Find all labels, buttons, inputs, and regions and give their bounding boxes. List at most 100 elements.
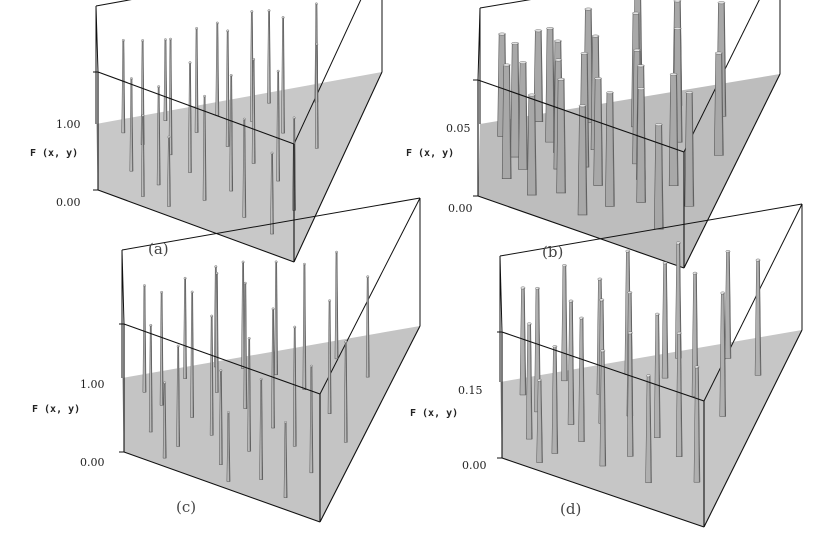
peak-shade: [523, 287, 526, 395]
peak-shade: [675, 74, 678, 186]
peak-shade: [248, 338, 251, 452]
peak-cap: [673, 0, 682, 3]
peak-shade: [345, 341, 348, 443]
peak-shade: [189, 62, 192, 173]
peak-shade: [582, 318, 585, 442]
peak-shade: [293, 117, 296, 211]
peak-shade: [600, 78, 603, 186]
box-edge-top-left: [121, 249, 125, 325]
peak-cap: [580, 52, 589, 55]
peak-shade: [220, 370, 223, 465]
peak-shade: [161, 292, 164, 406]
peak-shade: [665, 262, 668, 379]
peak-shade: [211, 316, 214, 436]
peak-shade: [245, 283, 247, 409]
z-axis-label: F (x, y): [30, 148, 79, 159]
peak-shade: [142, 115, 145, 197]
peak-cap: [715, 51, 723, 55]
peak-cap: [633, 48, 641, 52]
peak-cap: [632, 11, 640, 15]
peak-shade: [277, 71, 280, 182]
peak-shade: [563, 79, 566, 193]
box-edge-top-right: [293, 0, 362, 145]
box-edge-bottom-front: [123, 451, 321, 523]
box-edge-top-back: [121, 197, 421, 251]
peak-shade: [367, 276, 370, 378]
z-tick-label-min: 0.00: [80, 456, 105, 469]
peak-shade: [216, 273, 219, 393]
peak-shade: [282, 17, 285, 134]
peak-cap: [717, 1, 726, 5]
box-edge-top-left: [477, 7, 481, 81]
peak-shade: [679, 28, 682, 143]
z-tick-label-max: 0.15: [458, 384, 483, 397]
peak-shade: [260, 379, 263, 480]
box-edge-top-right: [683, 0, 760, 153]
panel-caption: (c): [176, 498, 197, 516]
peak-shade: [285, 422, 287, 498]
box-edge-top-back: [499, 203, 803, 257]
peak-cap: [557, 77, 565, 81]
box-edge-bottom-front: [501, 457, 705, 528]
box-edge-bottom-front: [477, 195, 685, 269]
peak-shade: [584, 105, 587, 215]
peak-cap: [554, 39, 562, 43]
peak-shade: [228, 412, 230, 482]
peak-shade: [294, 327, 297, 447]
peak-shade: [336, 252, 338, 359]
peak-cap: [584, 7, 593, 11]
panel-caption: (d): [560, 500, 582, 518]
z-tick-label-max: 1.00: [80, 378, 105, 391]
peak-shade: [268, 10, 271, 104]
box-edge-bottom-right: [319, 325, 421, 523]
peak-shade: [253, 59, 256, 164]
peak-cap: [637, 64, 645, 68]
peak-shade: [316, 44, 319, 149]
peak-shade: [244, 119, 246, 218]
peak-shade: [168, 137, 171, 207]
z-axis-label: F (x, y): [410, 408, 459, 419]
peak-cap: [546, 27, 554, 30]
peak-shade: [529, 323, 533, 440]
peak-shade: [191, 292, 194, 418]
peak-cap: [669, 72, 678, 76]
peak-shade: [612, 92, 615, 207]
peak-cap: [673, 27, 682, 30]
peak-shade: [697, 366, 700, 483]
box-edge-top-left: [499, 255, 503, 333]
peak-cap: [554, 58, 563, 62]
panel-caption: (a): [148, 240, 169, 258]
z-tick-label-min: 0.00: [462, 459, 487, 472]
peak-shade: [630, 332, 634, 457]
surface-floor: [96, 72, 382, 262]
peak-shade: [329, 300, 332, 414]
peak-cap: [528, 93, 536, 97]
peak-cap: [502, 63, 511, 67]
peak-shade: [555, 346, 558, 454]
peak-shade: [217, 23, 219, 116]
z-axis-label: F (x, y): [406, 148, 455, 159]
box-edge-top-back: [479, 0, 532, 9]
peak-shade: [660, 124, 664, 230]
peak-shade: [728, 251, 731, 359]
z-tick-label-max: 1.00: [56, 118, 81, 131]
peak-cap: [519, 61, 527, 65]
peak-shade: [534, 95, 537, 196]
box-edge-top-front: [97, 71, 295, 145]
z-tick-label-min: 0.00: [448, 202, 473, 215]
z-tick-label-max: 0.05: [446, 122, 471, 135]
panel-caption: (b): [542, 243, 564, 261]
peak-shade: [508, 64, 512, 179]
peak-cap: [534, 29, 543, 33]
surface-floor: [122, 326, 420, 522]
peak-cap: [654, 123, 663, 127]
peak-cap: [594, 77, 602, 80]
peak-cap: [606, 91, 614, 95]
peak-cap: [591, 34, 600, 38]
peak-shade: [164, 382, 167, 459]
peak-shade: [311, 366, 313, 473]
peak-shade: [540, 30, 543, 122]
peak-shade: [603, 350, 606, 467]
peak-shade: [177, 346, 180, 447]
